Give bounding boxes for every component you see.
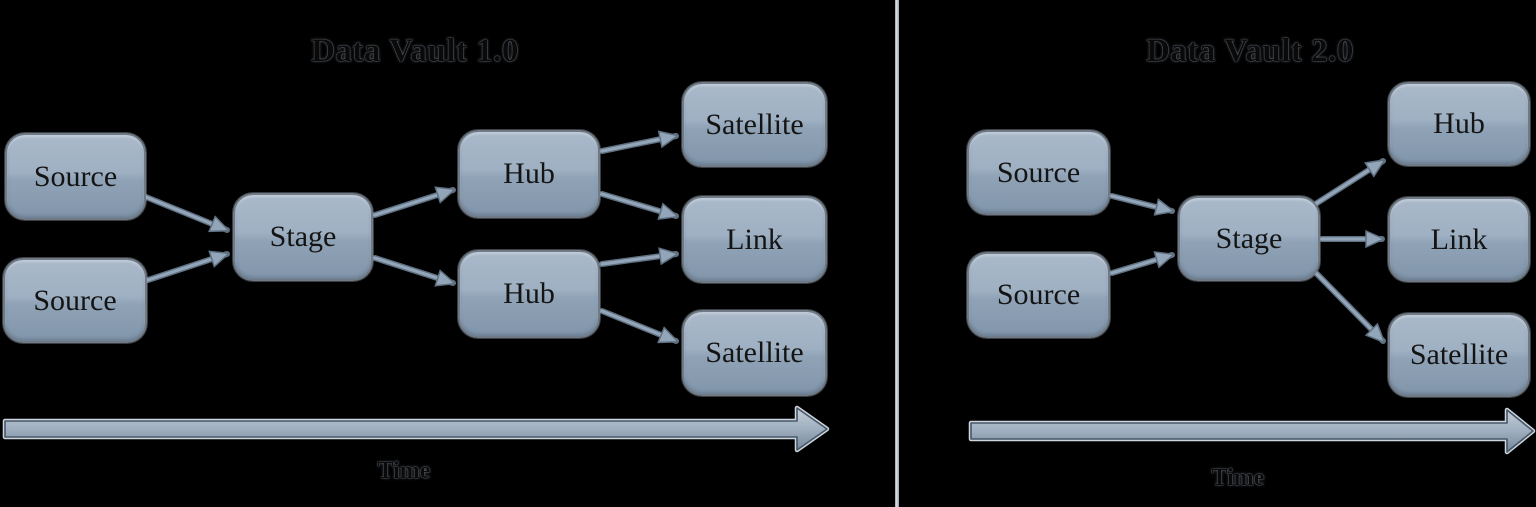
arrow-left-hub1-to-link [599, 191, 676, 216]
arrow-left-hub2-to-link [599, 254, 676, 267]
node-label: Hub [1433, 107, 1485, 140]
arrow-left-source2-to-stage [145, 254, 227, 283]
arrow-left-hub2-to-satellite2 [599, 308, 676, 344]
left-time-label: Time [377, 458, 431, 484]
node-left-stage: Stage [233, 193, 373, 281]
node-left-source-2: Source [3, 258, 147, 343]
arrow-left-stage-to-hub2 [372, 255, 453, 283]
node-left-link: Link [682, 196, 827, 283]
node-right-satellite: Satellite [1388, 313, 1530, 397]
arrow-right-stage-to-satellite [1314, 271, 1386, 344]
arrow-left-source1-to-stage [143, 194, 227, 233]
node-label: Satellite [1409, 338, 1509, 371]
left-connectors [143, 136, 676, 344]
node-right-hub: Hub [1388, 82, 1530, 166]
node-right-source-2: Source [967, 252, 1110, 338]
node-right-stage: Stage [1178, 196, 1320, 281]
left-panel-title: Data Vault 1.0 [311, 33, 519, 69]
node-label: Stage [269, 220, 337, 253]
node-right-source-1: Source [967, 130, 1110, 215]
node-label: Link [726, 222, 783, 256]
node-label: Satellite [705, 107, 804, 141]
node-label: Source [33, 159, 118, 193]
node-label: Source [33, 283, 117, 317]
node-left-satellite-2: Satellite [682, 310, 827, 396]
right-time-arrow [968, 407, 1536, 455]
node-left-satellite-1: Satellite [682, 82, 827, 167]
right-panel-title: Data Vault 2.0 [1146, 33, 1354, 69]
node-label: Stage [1215, 221, 1283, 255]
node-label: Source [996, 278, 1081, 311]
node-left-source-1: Source [5, 133, 146, 220]
arrow-right-source2-to-stage [1109, 255, 1172, 276]
node-label: Link [1430, 222, 1488, 256]
node-label: Hub [503, 157, 555, 190]
node-label: Hub [503, 277, 555, 310]
node-right-link: Link [1388, 197, 1530, 282]
arrow-right-source1-to-stage [1109, 193, 1172, 211]
node-label: Satellite [705, 336, 804, 369]
right-connectors [1109, 158, 1386, 344]
arrow-left-hub1-to-satellite1 [599, 136, 676, 154]
right-time-label: Time [1211, 465, 1265, 491]
node-left-hub-2: Hub [458, 250, 600, 338]
panel-divider [895, 0, 899, 507]
node-label: Source [996, 155, 1081, 189]
node-left-hub-1: Hub [458, 130, 600, 218]
left-time-arrow [2, 405, 830, 453]
arrow-right-stage-to-hub [1314, 158, 1383, 206]
arrow-left-stage-to-hub1 [372, 190, 453, 218]
